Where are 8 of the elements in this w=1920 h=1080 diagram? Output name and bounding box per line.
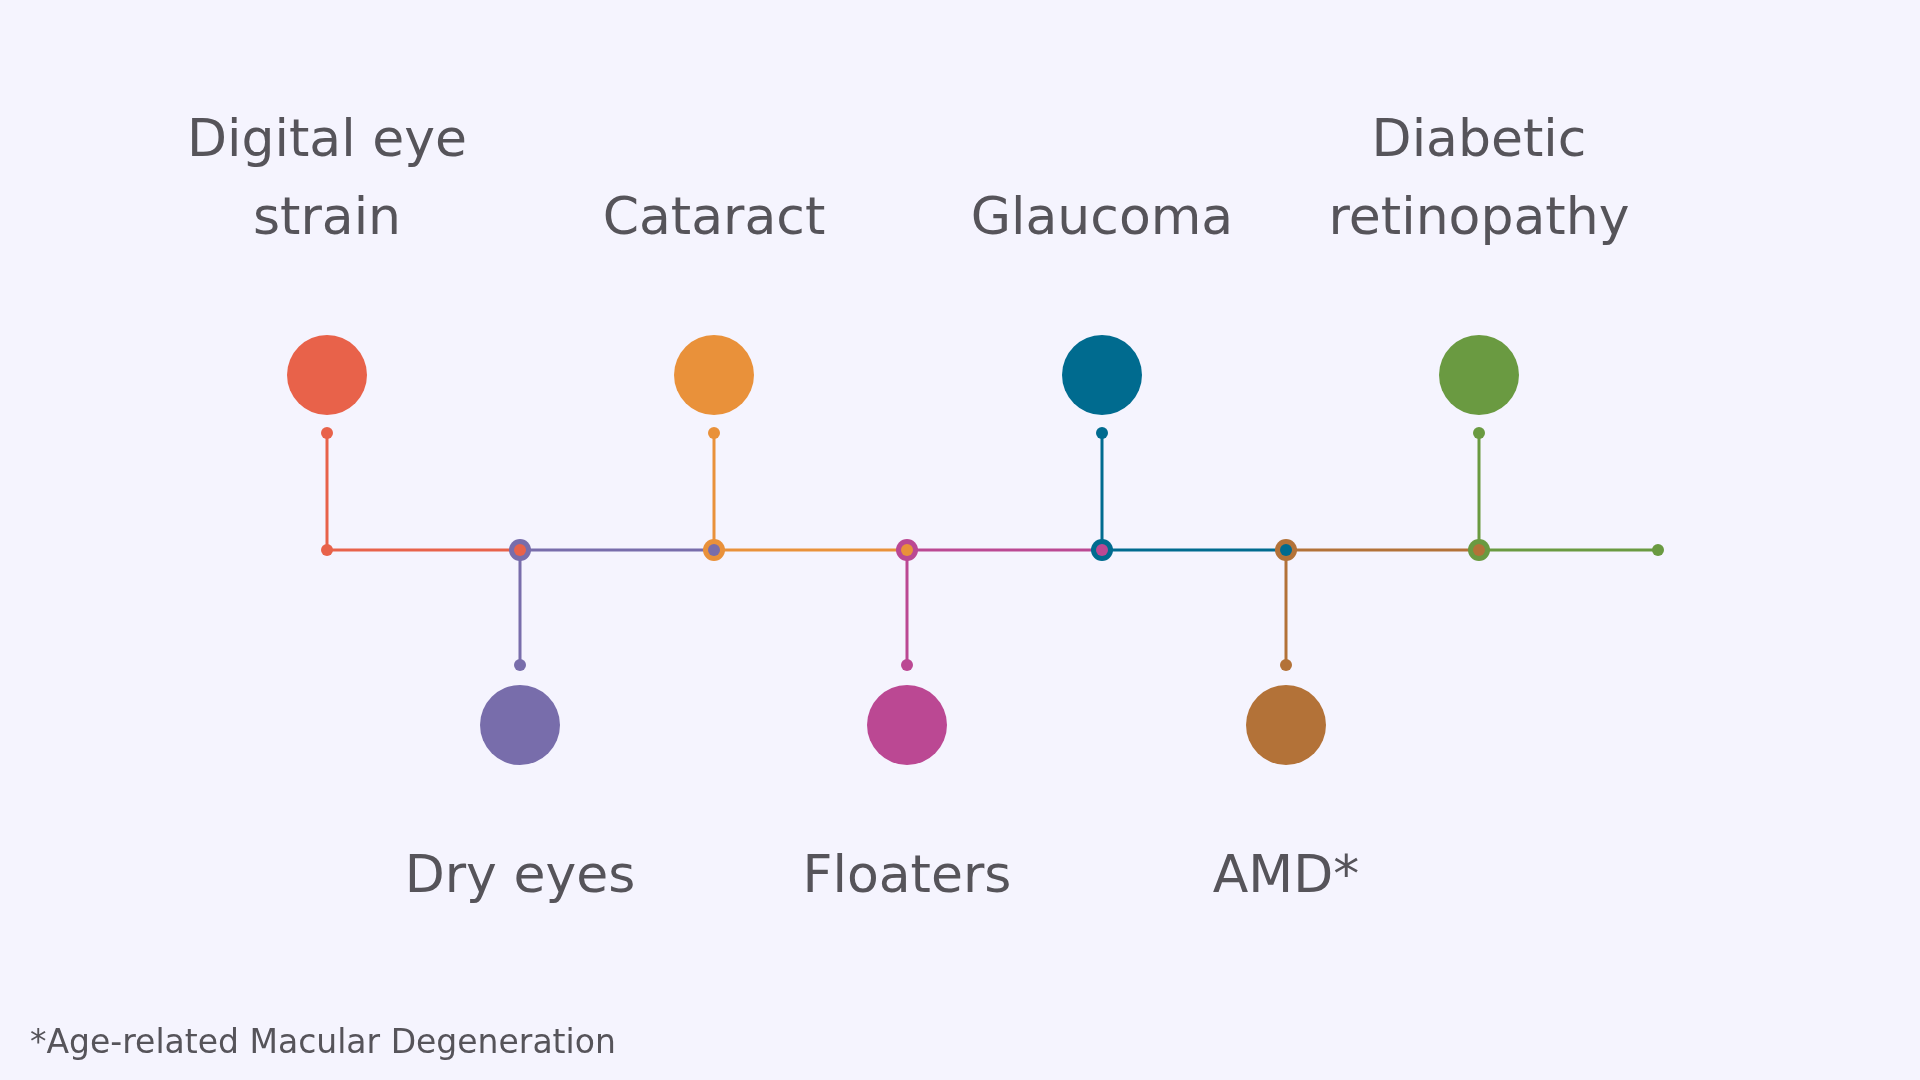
condition-label: Diabetic retinopathy bbox=[1327, 107, 1631, 248]
condition-label: AMD* bbox=[1211, 843, 1361, 906]
condition-label: Cataract bbox=[601, 185, 827, 248]
footnote: *Age-related Macular Degeneration bbox=[30, 1022, 616, 1061]
condition-label: Dry eyes bbox=[403, 843, 637, 906]
condition-label: Floaters bbox=[801, 843, 1013, 906]
condition-label: Glaucoma bbox=[969, 185, 1235, 248]
condition-label: Digital eye strain bbox=[186, 107, 468, 248]
